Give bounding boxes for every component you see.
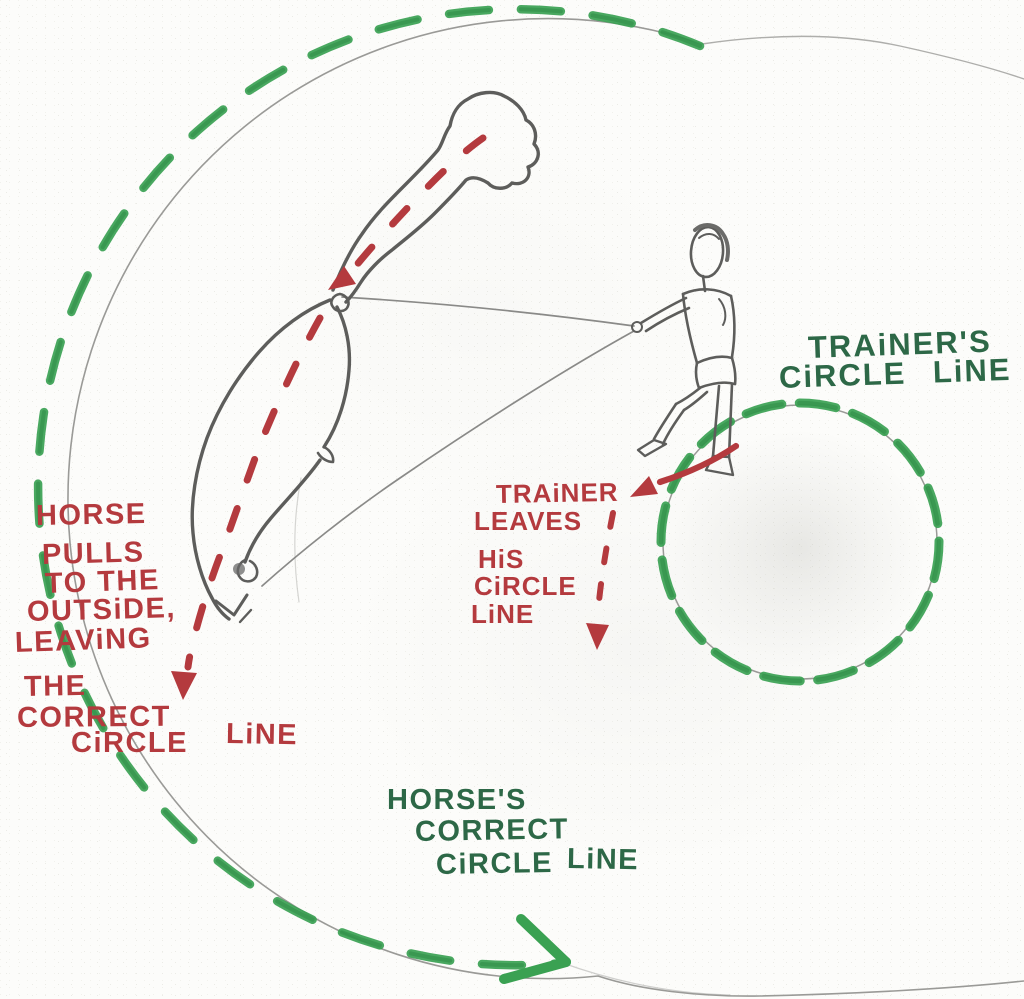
lunge-and-whip-lines bbox=[261, 296, 635, 587]
horses-circle-line-2: CORRECT bbox=[414, 813, 570, 848]
horses-circle-line-4: LiNE bbox=[566, 843, 640, 877]
trainer-drift-arrow-icon bbox=[630, 476, 658, 497]
trainer-leaves-line-5: LiNE bbox=[471, 599, 535, 629]
trainer-drift-path bbox=[586, 442, 740, 650]
horse-pulls-line-6: THE bbox=[23, 669, 87, 703]
horse-circle-line bbox=[33, 5, 705, 984]
trainer-leaves-line-4: CiRCLE bbox=[474, 571, 577, 601]
trainer-leaves-line-3: HiS bbox=[478, 544, 525, 574]
whip-line bbox=[261, 330, 635, 587]
horse-pulls-line-5: LEAViNG bbox=[14, 622, 153, 659]
horse-pulls-line-8: CiRCLE bbox=[71, 727, 188, 759]
pencil-shading bbox=[210, 110, 950, 880]
travel-direction-arrow-icon bbox=[499, 914, 571, 984]
trainer-leaves-line-2: LEAVES bbox=[474, 506, 583, 536]
horse-pulls-line-1: HORSE bbox=[35, 498, 147, 532]
horse-figure bbox=[190, 90, 540, 624]
horse-pulls-line-9: LiNE bbox=[225, 718, 299, 752]
trainer-drift-arrow-end-icon bbox=[586, 623, 609, 650]
horse-circle-pencil-line bbox=[67, 17, 1024, 997]
horses-circle-line-3: CiRCLE bbox=[435, 846, 554, 881]
horses-circle-line-1: HORSE'S bbox=[387, 784, 527, 816]
horse-drift-path bbox=[171, 134, 487, 700]
trainer-figure bbox=[631, 223, 737, 477]
trainer-circle-line bbox=[656, 398, 944, 686]
horse-drift-arrow-end-icon bbox=[171, 671, 197, 700]
horse-drift-arrow-icon bbox=[328, 266, 356, 290]
lunge-line bbox=[341, 296, 635, 327]
